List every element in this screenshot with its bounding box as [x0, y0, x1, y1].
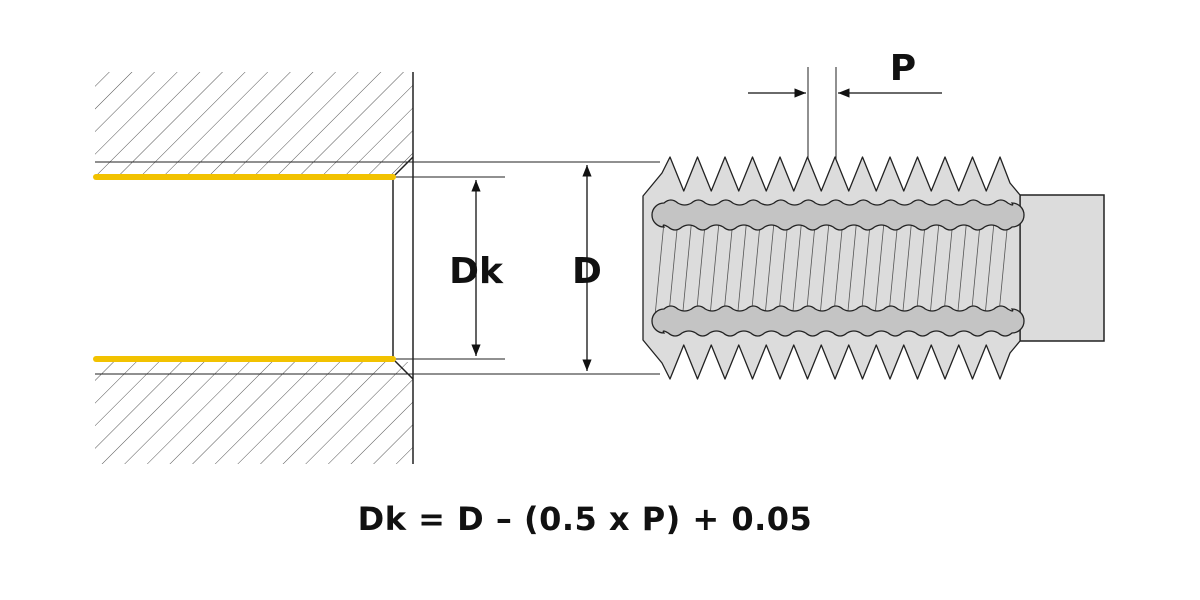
thread-flank-line: [750, 221, 761, 317]
tap-thread-flanks: [654, 221, 1009, 317]
formula: Dk = D – (0.5 x P) + 0.05: [357, 500, 813, 538]
thread-flank-line: [902, 221, 912, 317]
thread-flank-line: [888, 221, 899, 317]
dimension-arrows: [471, 88, 942, 371]
thread-flank-line: [819, 221, 830, 317]
thread-flank-line: [682, 221, 692, 317]
tap-flute-groove-bottom: [651, 305, 1025, 337]
core-diameter-label: Dk: [449, 251, 504, 292]
tap-tool: [642, 156, 1105, 380]
thread-flank-line: [929, 221, 940, 317]
extension-lines: [413, 67, 837, 375]
thread-flank-line: [792, 221, 802, 317]
workpiece-lower-section: [95, 362, 413, 464]
thread-flank-line: [943, 221, 954, 317]
tap-shank: [1019, 194, 1105, 342]
thread-flank-line: [778, 221, 789, 317]
thread-flank-line: [915, 221, 926, 317]
thread-flank-line: [695, 221, 706, 317]
tap-threaded-body: [642, 156, 1021, 380]
thread-flank-line: [723, 221, 734, 317]
thread-flank-line: [737, 221, 747, 317]
thread-flank-line: [764, 221, 775, 317]
tap-flute-groove-top: [651, 199, 1025, 231]
drilled-hole: [95, 156, 414, 380]
workpiece-upper-section: [95, 72, 413, 174]
thread-flank-line: [998, 221, 1009, 317]
thread-flank-line: [668, 221, 679, 317]
thread-flank-line: [805, 221, 816, 317]
thread-flank-line: [874, 221, 885, 317]
thread-flank-line: [860, 221, 871, 317]
workpiece: [95, 72, 414, 464]
thread-flank-line: [654, 221, 665, 317]
thread-flank-line: [984, 221, 995, 317]
nominal-diameter-label: D: [572, 251, 602, 292]
thread-flank-line: [970, 221, 981, 317]
thread-flank-line: [833, 221, 844, 317]
thread-flank-line: [847, 221, 857, 317]
pitch-label: P: [890, 48, 916, 89]
thread-flank-line: [709, 221, 720, 317]
thread-flank-line: [957, 221, 967, 317]
